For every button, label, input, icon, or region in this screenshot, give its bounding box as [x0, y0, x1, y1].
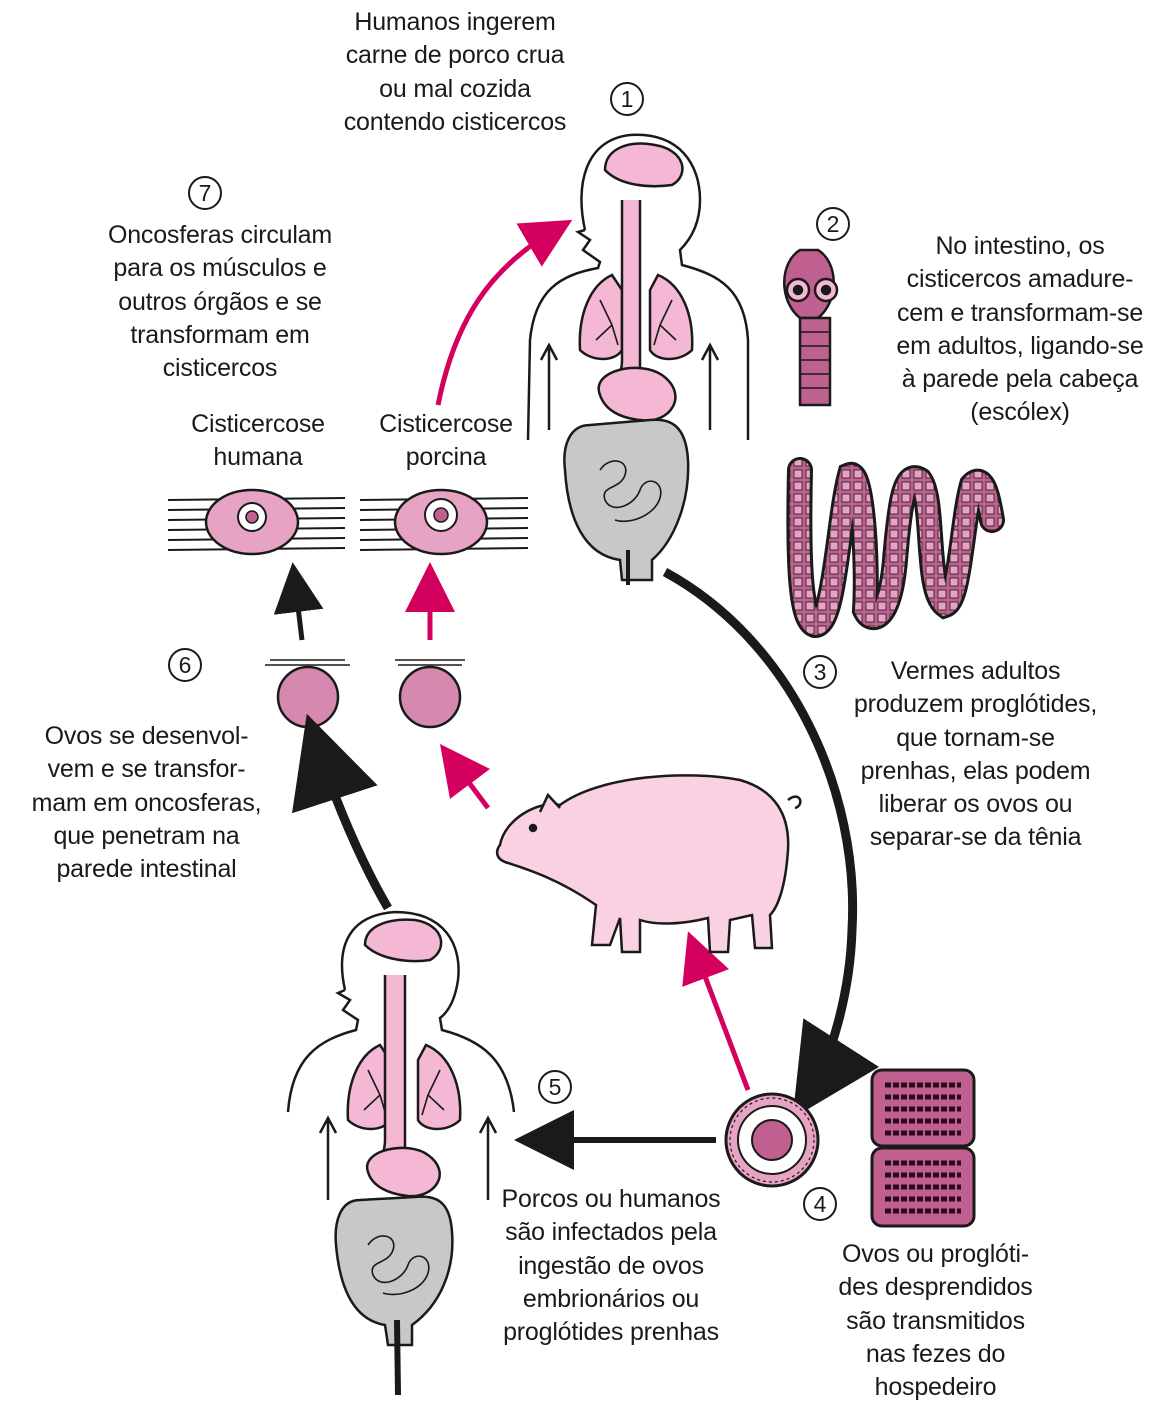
step-3-text: Vermes adultos produzem proglótides, que…	[853, 657, 1098, 852]
arrow-adult-to-egg	[662, 568, 880, 1119]
human-cysticercosis-label: Cisticercose humana	[191, 410, 325, 472]
porcine-cysticercosis-label: Cisticercose porcina	[379, 410, 513, 472]
human-host-top-figure	[526, 133, 750, 585]
gravid-proglottids	[870, 1068, 976, 1228]
step-7-number: 7	[188, 176, 222, 210]
step-5-number: 5	[538, 1070, 572, 1104]
step-2-text: No intestino, os cisticercos amadure- ce…	[896, 232, 1144, 427]
step-4-text: Ovos ou proglóti- des desprendidos são t…	[838, 1240, 1033, 1401]
oncosphere-porcine	[395, 659, 465, 729]
arrow-human-to-oncosphere	[292, 713, 392, 911]
step-6-text: Ovos se desenvol- vem e se transfor- mam…	[31, 722, 262, 883]
step-6-number: 6	[168, 648, 202, 682]
tapeworm-scolex	[783, 248, 839, 407]
human-cysticercus	[167, 488, 346, 556]
arrow-pork-to-human	[435, 219, 573, 406]
step-1-number: 1	[610, 82, 644, 116]
arrow-egg-to-pig	[682, 931, 751, 1091]
human-host-bottom-figure	[286, 910, 516, 1396]
step-7-text: Oncosferas circulam para os músculos e o…	[107, 221, 333, 382]
step-2-number: 2	[816, 207, 850, 241]
porcine-cysticercus	[359, 488, 529, 556]
step-1-text: Humanos ingerem carne de porco crua ou m…	[343, 8, 567, 136]
egg-figure	[724, 1092, 820, 1188]
pig-figure	[495, 774, 802, 954]
oncosphere-human	[265, 659, 350, 729]
step-3-number: 3	[803, 655, 837, 689]
step-5-text: Porcos ou humanos são infectados pela in…	[501, 1185, 721, 1346]
tapeworm-segments	[789, 460, 1002, 636]
arrow-pig-to-oncosphere	[440, 744, 490, 810]
arrow-oncosphere-to-human-cyst	[273, 562, 324, 641]
step-4-number: 4	[803, 1187, 837, 1221]
